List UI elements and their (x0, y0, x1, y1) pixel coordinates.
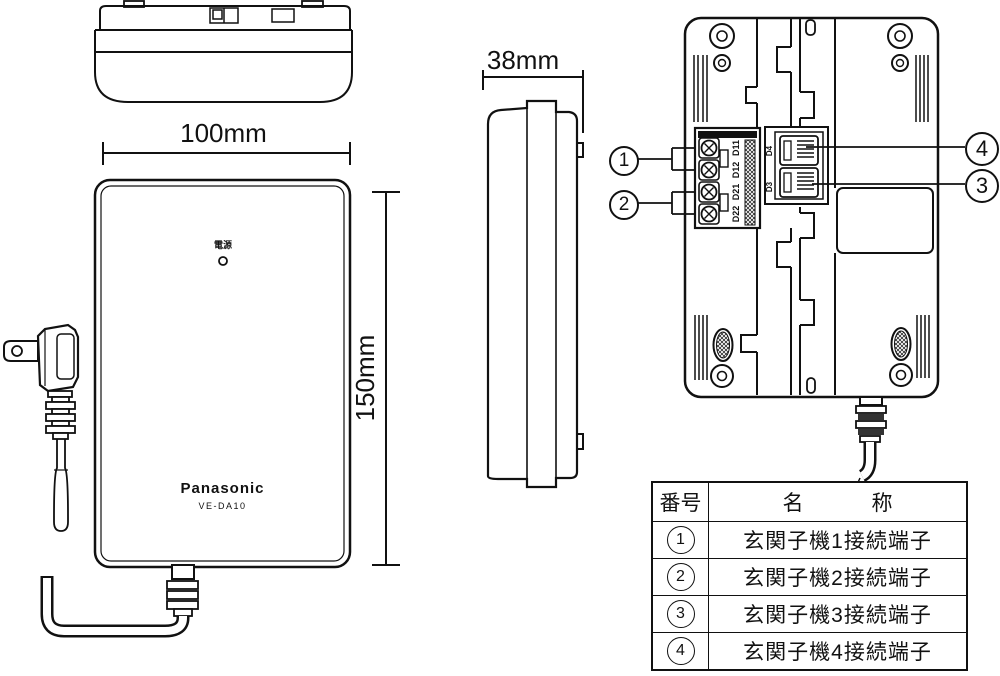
table-row-name: 玄関子機2接続端子 (709, 559, 966, 596)
side-view-drawing (486, 99, 584, 489)
table-row-number: 4 (653, 633, 709, 669)
back-view-drawing (683, 16, 940, 443)
plug-strain-relief (45, 390, 76, 440)
circled-number: 4 (666, 637, 695, 665)
back-cord (855, 396, 887, 443)
screw-terminals (700, 139, 718, 223)
screw-holes (709, 23, 913, 388)
callout-2: 2 (609, 190, 639, 220)
label-recess (836, 187, 934, 254)
circled-number: 1 (666, 526, 695, 554)
brand-logo: Panasonic (180, 480, 265, 497)
table-row-name: 玄関子機3接続端子 (709, 596, 966, 633)
table-header-name: 名称 (709, 483, 966, 522)
mounting-rails (740, 18, 836, 395)
front-view-drawing (40, 178, 352, 638)
jack-3 (779, 167, 819, 198)
modular-jack-block (764, 126, 829, 205)
front-cord (166, 564, 199, 617)
dim-depth-lines (482, 70, 584, 133)
bottom-slot (806, 377, 816, 394)
parts-table: 番号 名称 1 玄関子機1接続端子 2 玄関子機2接続端子 3 玄関子機3接続端… (651, 481, 968, 671)
callout-4: 4 (965, 132, 999, 166)
terminal-block (693, 126, 762, 230)
table-row-number: 2 (653, 559, 709, 596)
callout-1: 1 (609, 146, 639, 176)
speaker-grilles (712, 327, 912, 362)
callout-3: 3 (965, 169, 999, 203)
circled-number: 3 (666, 600, 695, 628)
top-slot (805, 19, 816, 36)
callout-lines (635, 146, 965, 215)
ac-plug (3, 323, 80, 532)
jack-label-d4: D4 (765, 145, 774, 157)
table-row-name: 玄関子機4接続端子 (743, 641, 932, 664)
table-header-number: 番号 (653, 483, 709, 522)
table-row-number: 1 (653, 522, 709, 559)
jack-label-d3: D3 (765, 181, 774, 193)
table-row-name: 玄関子機1接続端子 (709, 522, 966, 559)
dim-depth-label: 38mm (486, 45, 560, 75)
dim-height-lines (372, 191, 400, 566)
dim-height-label: 150mm (350, 334, 380, 422)
top-switch (209, 7, 295, 24)
power-label: 電源 (213, 240, 232, 250)
vent-slits (693, 55, 930, 380)
plug-blade-hole (11, 345, 23, 357)
model-number: VE-DA10 (198, 501, 247, 511)
terminal-label-d22: D22 (731, 205, 741, 223)
jack-4 (779, 135, 819, 166)
top-view-drawing (94, 0, 353, 103)
power-led (218, 256, 228, 266)
dim-width-label: 100mm (180, 118, 267, 148)
table-row-number: 3 (653, 596, 709, 633)
circled-number: 2 (666, 563, 695, 591)
dim-width-lines (102, 142, 351, 165)
